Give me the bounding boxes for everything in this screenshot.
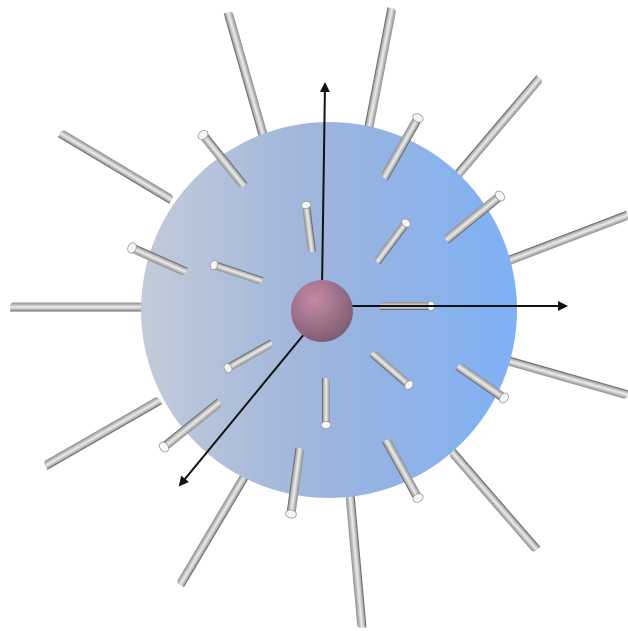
outer-rod (346, 495, 367, 629)
outer-rod (452, 75, 544, 181)
outer-rod (176, 472, 250, 588)
inner-rod (321, 378, 331, 429)
outer-rod (503, 211, 628, 266)
outer-rod (224, 11, 269, 139)
center-particle (291, 280, 353, 342)
outer-rod (504, 356, 628, 400)
outer-rod (58, 129, 175, 204)
outer-rod (364, 7, 397, 133)
outer-rod (10, 303, 143, 312)
outer-rod (43, 396, 162, 470)
outer-rod (449, 449, 541, 553)
